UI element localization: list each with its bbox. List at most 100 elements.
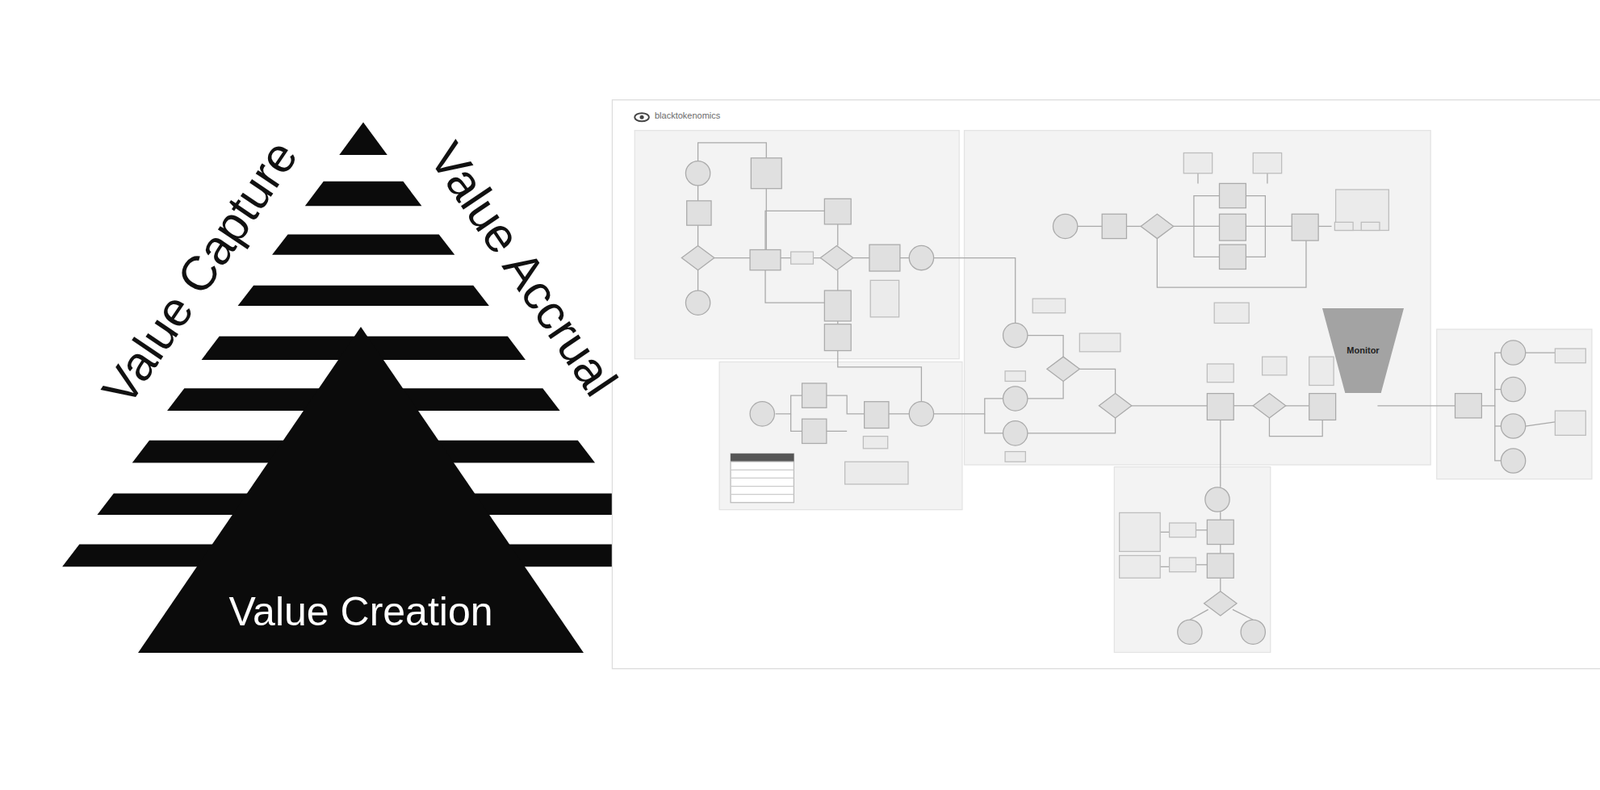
flow-circle bbox=[1003, 386, 1028, 411]
flow-line bbox=[1160, 566, 1169, 568]
pyramid-stripe bbox=[305, 181, 423, 206]
flow-line bbox=[791, 414, 803, 432]
flow-line bbox=[765, 270, 825, 303]
flow-line bbox=[1193, 226, 1220, 257]
flow-line bbox=[1027, 418, 1116, 434]
flow-line bbox=[934, 398, 1004, 415]
flow-note bbox=[1169, 557, 1197, 573]
flow-box bbox=[1206, 553, 1234, 579]
flow-line bbox=[837, 270, 838, 291]
flow-line bbox=[1197, 173, 1198, 185]
flow-box bbox=[802, 418, 827, 444]
flow-line bbox=[1027, 335, 1064, 358]
swimlane-region bbox=[1114, 467, 1270, 654]
flow-line bbox=[1495, 425, 1502, 427]
value-creation-triangle: Value Creation bbox=[138, 326, 584, 654]
flow-note bbox=[1206, 364, 1234, 383]
monitor-funnel: Monitor bbox=[1322, 308, 1404, 394]
flow-circle bbox=[1052, 213, 1077, 239]
flow-box bbox=[750, 158, 782, 189]
funnel-shape bbox=[1322, 308, 1404, 394]
flow-note bbox=[1119, 555, 1161, 579]
flow-note bbox=[1214, 302, 1249, 323]
flow-line bbox=[837, 351, 922, 403]
flow-table bbox=[730, 453, 794, 503]
flow-line bbox=[697, 270, 699, 291]
swimlane-region bbox=[634, 130, 960, 360]
flow-line bbox=[837, 224, 838, 247]
flow-line bbox=[1160, 531, 1169, 533]
pyramid-stripe bbox=[272, 234, 455, 256]
flow-line bbox=[710, 257, 750, 259]
flow-box bbox=[1101, 213, 1127, 239]
swimlane-region bbox=[964, 130, 1432, 465]
flow-line bbox=[1495, 389, 1502, 390]
flow-note bbox=[1334, 221, 1353, 231]
flow-line bbox=[1219, 419, 1221, 487]
flow-box bbox=[1219, 213, 1247, 241]
flow-note bbox=[1119, 512, 1161, 552]
flow-line bbox=[1266, 173, 1268, 185]
flow-box bbox=[802, 383, 827, 408]
triangle-shape bbox=[138, 326, 584, 654]
flow-box bbox=[749, 249, 781, 270]
flow-line bbox=[1195, 529, 1207, 531]
flow-line bbox=[984, 414, 1004, 434]
flow-line bbox=[766, 188, 767, 251]
flow-line bbox=[826, 431, 847, 432]
flow-line bbox=[1127, 405, 1208, 407]
flow-box bbox=[869, 244, 901, 272]
flow-box bbox=[686, 201, 712, 226]
flow-diamond bbox=[820, 245, 853, 270]
flow-note bbox=[1309, 356, 1334, 386]
flow-circle bbox=[1003, 322, 1028, 348]
flow-line bbox=[1481, 352, 1501, 407]
flow-line bbox=[826, 395, 865, 415]
flow-circle bbox=[1500, 414, 1525, 439]
flow-box bbox=[824, 198, 851, 225]
text-holder: Value Creation bbox=[138, 588, 584, 636]
flow-line bbox=[775, 395, 803, 415]
flow-line bbox=[765, 210, 825, 250]
brand-label: blacktokenomics bbox=[654, 111, 721, 121]
flow-box bbox=[824, 290, 851, 322]
flow-circle bbox=[1500, 376, 1525, 402]
flow-line bbox=[1219, 544, 1221, 554]
text-holder: Monitor bbox=[1322, 342, 1404, 357]
flow-circle bbox=[1177, 619, 1203, 645]
flow-line bbox=[934, 258, 1016, 324]
node-text: Monitor bbox=[1346, 345, 1379, 356]
flow-box bbox=[1455, 393, 1483, 419]
flow-note bbox=[1554, 410, 1586, 436]
flow-diamond bbox=[1252, 393, 1286, 419]
pyramid-stripe bbox=[238, 285, 490, 306]
flow-note bbox=[845, 461, 909, 485]
flow-note bbox=[1169, 523, 1197, 538]
flow-diamond bbox=[1140, 213, 1173, 239]
logo-icon bbox=[634, 113, 650, 122]
flow-circle bbox=[1240, 619, 1265, 645]
flow-box bbox=[1206, 393, 1234, 421]
flow-note bbox=[1005, 371, 1026, 382]
flow-box bbox=[1309, 393, 1337, 421]
flow-line bbox=[900, 257, 909, 259]
flow-line bbox=[1318, 226, 1332, 227]
flow-line bbox=[1219, 578, 1221, 591]
flow-line bbox=[1027, 381, 1064, 398]
flow-circle bbox=[1003, 421, 1028, 446]
swimlane-region bbox=[1436, 329, 1592, 480]
flow-line bbox=[1232, 609, 1253, 620]
flow-note bbox=[791, 251, 814, 264]
flow-note bbox=[1183, 152, 1212, 173]
flow-box bbox=[1291, 213, 1319, 241]
flow-diamond bbox=[1204, 591, 1237, 616]
flow-line bbox=[1377, 405, 1455, 407]
flow-box bbox=[1219, 244, 1247, 269]
flow-circle bbox=[749, 402, 775, 427]
flow-note bbox=[1032, 298, 1065, 314]
flow-box bbox=[1219, 183, 1247, 208]
flow-note bbox=[862, 436, 888, 449]
flow-circle bbox=[1500, 340, 1525, 365]
flow-line bbox=[1189, 609, 1209, 620]
